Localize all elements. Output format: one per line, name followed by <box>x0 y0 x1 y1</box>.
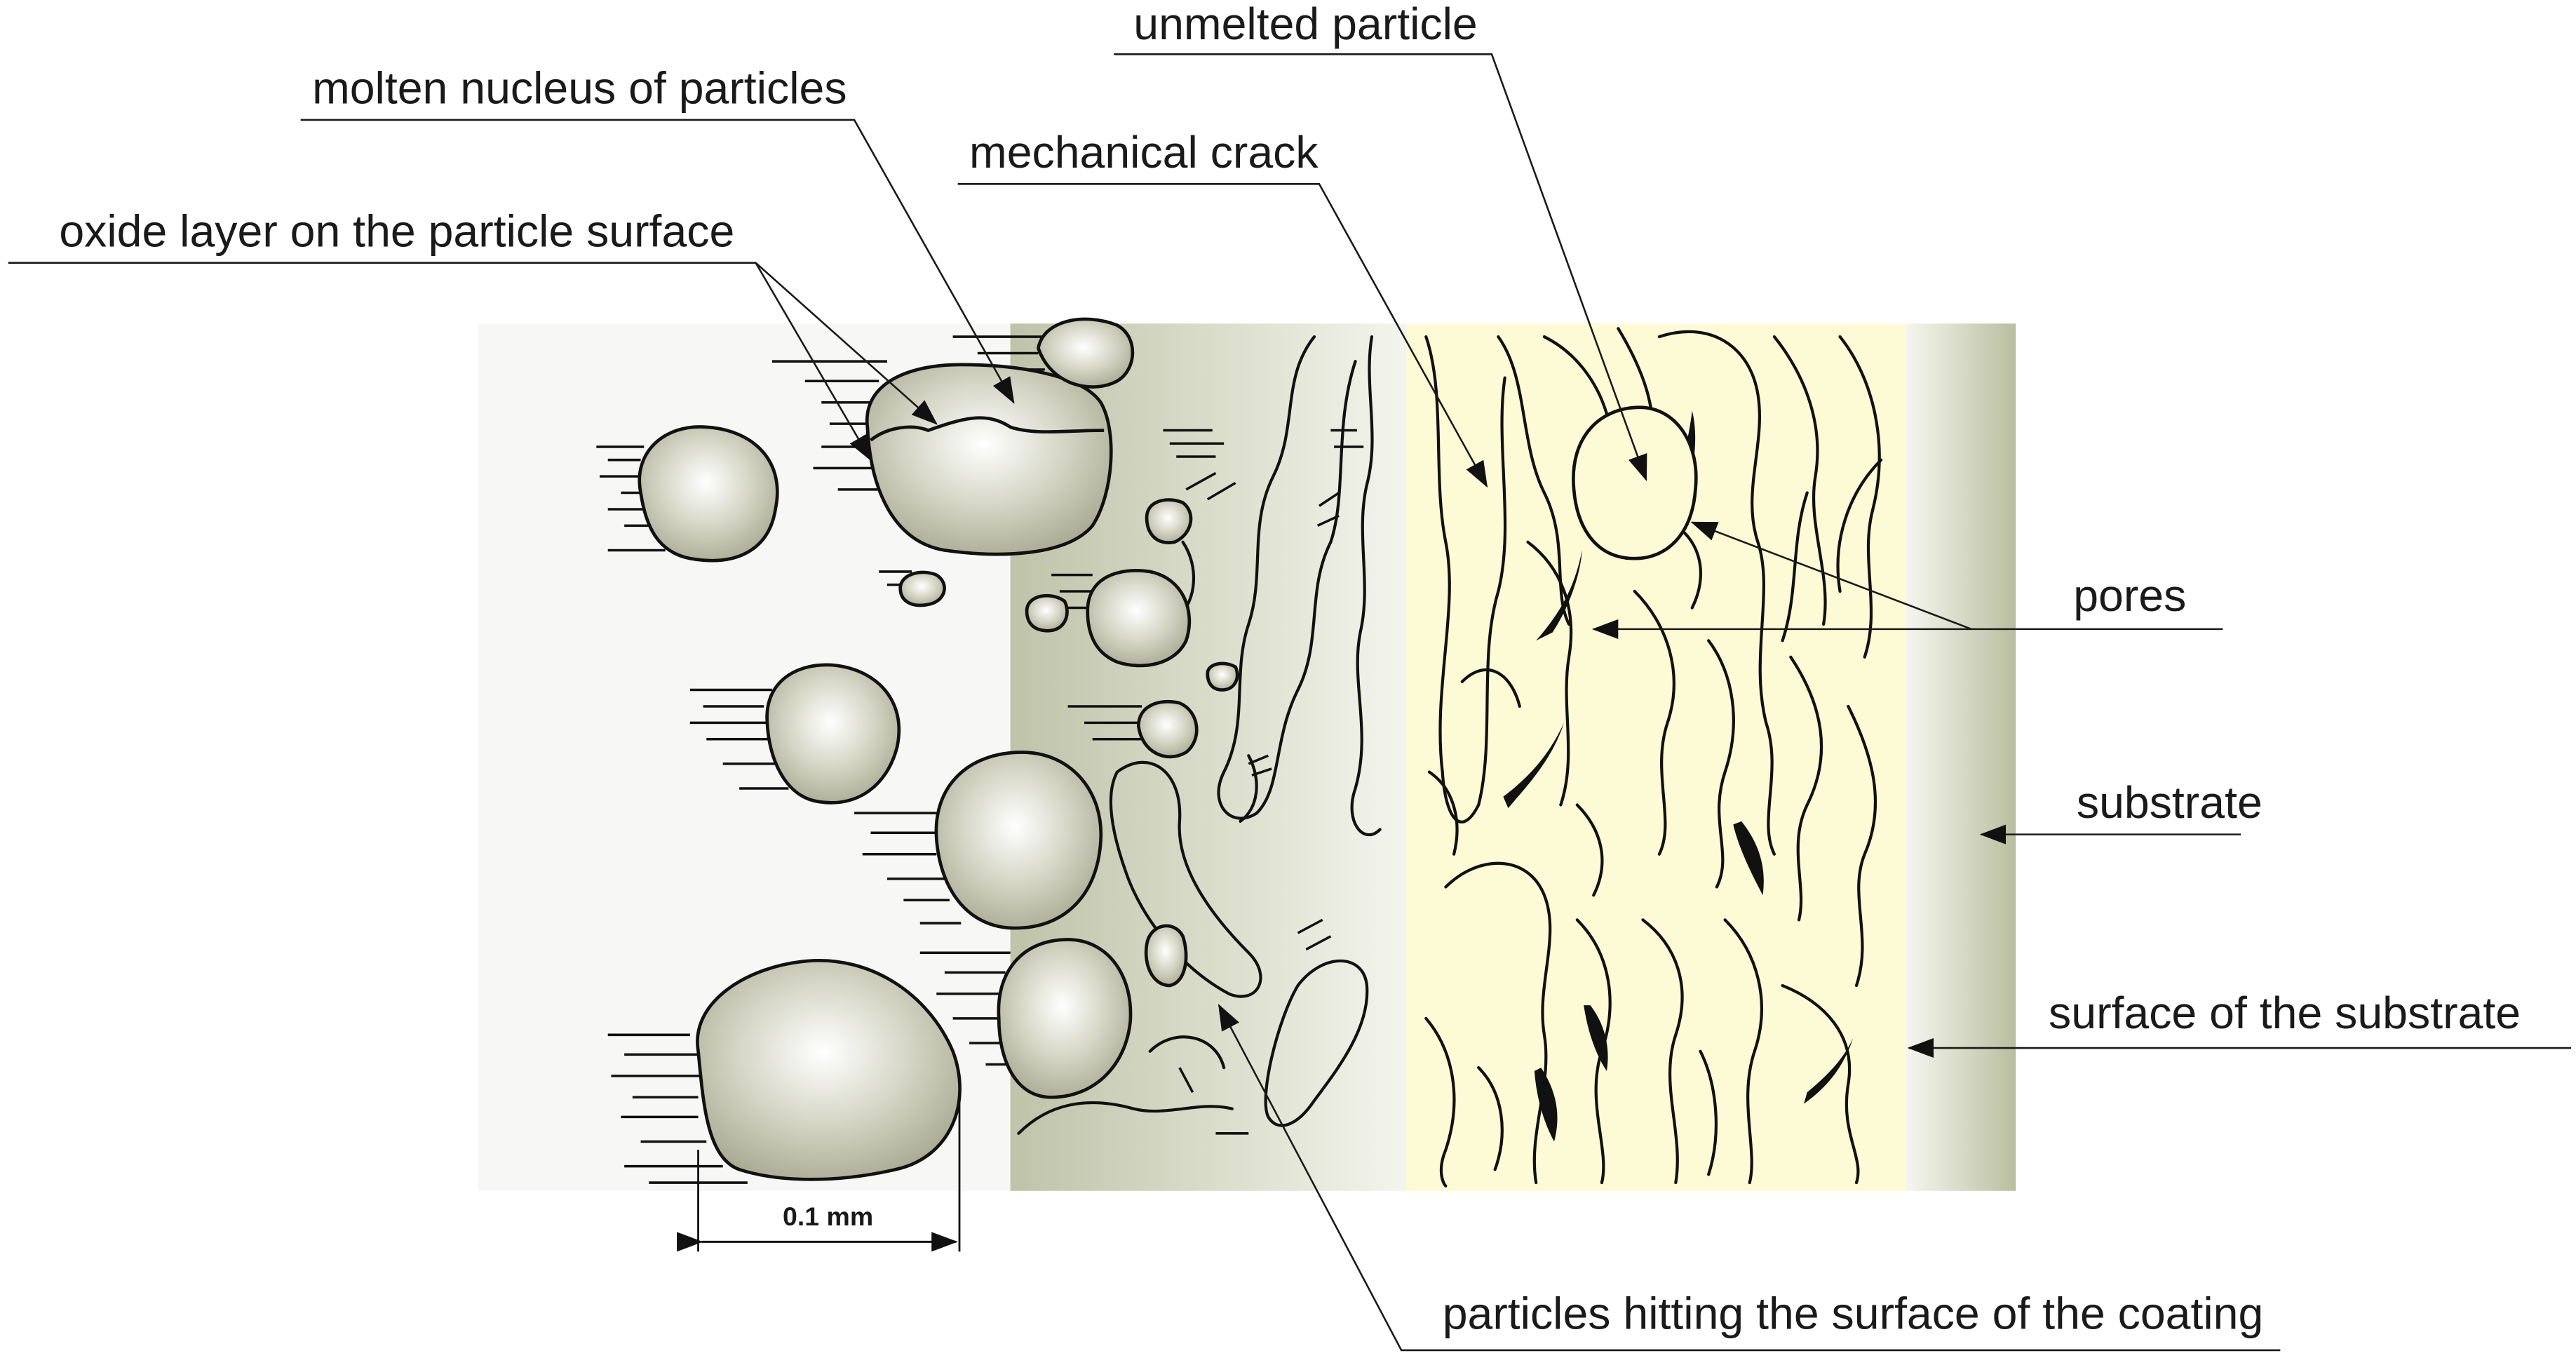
scale-bar: 0.1 mm <box>677 1084 961 1252</box>
pore <box>1503 722 1565 809</box>
particle <box>1025 593 1069 633</box>
pore <box>1534 1068 1558 1142</box>
unmelted-particle <box>1572 405 1698 560</box>
particle <box>1206 661 1239 692</box>
callouts: unmelted particle molten nucleus of part… <box>8 0 2571 1352</box>
particle <box>997 938 1133 1099</box>
deposition-dashes <box>1163 429 1364 1135</box>
particle <box>1086 569 1192 668</box>
pore <box>1804 1037 1854 1104</box>
substrate-block <box>1906 323 2016 1191</box>
particle <box>638 425 779 563</box>
particle <box>898 570 946 607</box>
deposition-splats <box>1017 335 1382 1135</box>
pore <box>1733 821 1764 896</box>
label-mechanical-crack: mechanical crack <box>969 127 1319 177</box>
label-surface-of-substrate: surface of the substrate <box>2049 988 2521 1038</box>
flying-particles <box>596 317 1239 1184</box>
pore <box>1584 1005 1608 1071</box>
molten-nucleus-boundary <box>870 416 1105 442</box>
coating-splats <box>1424 327 1883 1188</box>
label-molten-nucleus: molten nucleus of particles <box>312 63 847 114</box>
label-unmelted-particle: unmelted particle <box>1133 0 1477 49</box>
label-substrate: substrate <box>2077 777 2263 828</box>
label-oxide-layer: oxide layer on the particle surface <box>59 206 734 256</box>
particle <box>765 663 901 805</box>
particle <box>1136 699 1199 759</box>
particle <box>1145 498 1193 544</box>
molten-particle-with-oxide <box>865 363 1113 556</box>
particle <box>1037 317 1135 389</box>
scale-label: 0.1 mm <box>783 1202 873 1231</box>
label-particles-hitting: particles hitting the surface of the coa… <box>1443 1288 2264 1338</box>
particle <box>1144 924 1188 988</box>
particle <box>934 751 1103 930</box>
particle <box>696 958 962 1181</box>
label-pores: pores <box>2073 570 2186 621</box>
